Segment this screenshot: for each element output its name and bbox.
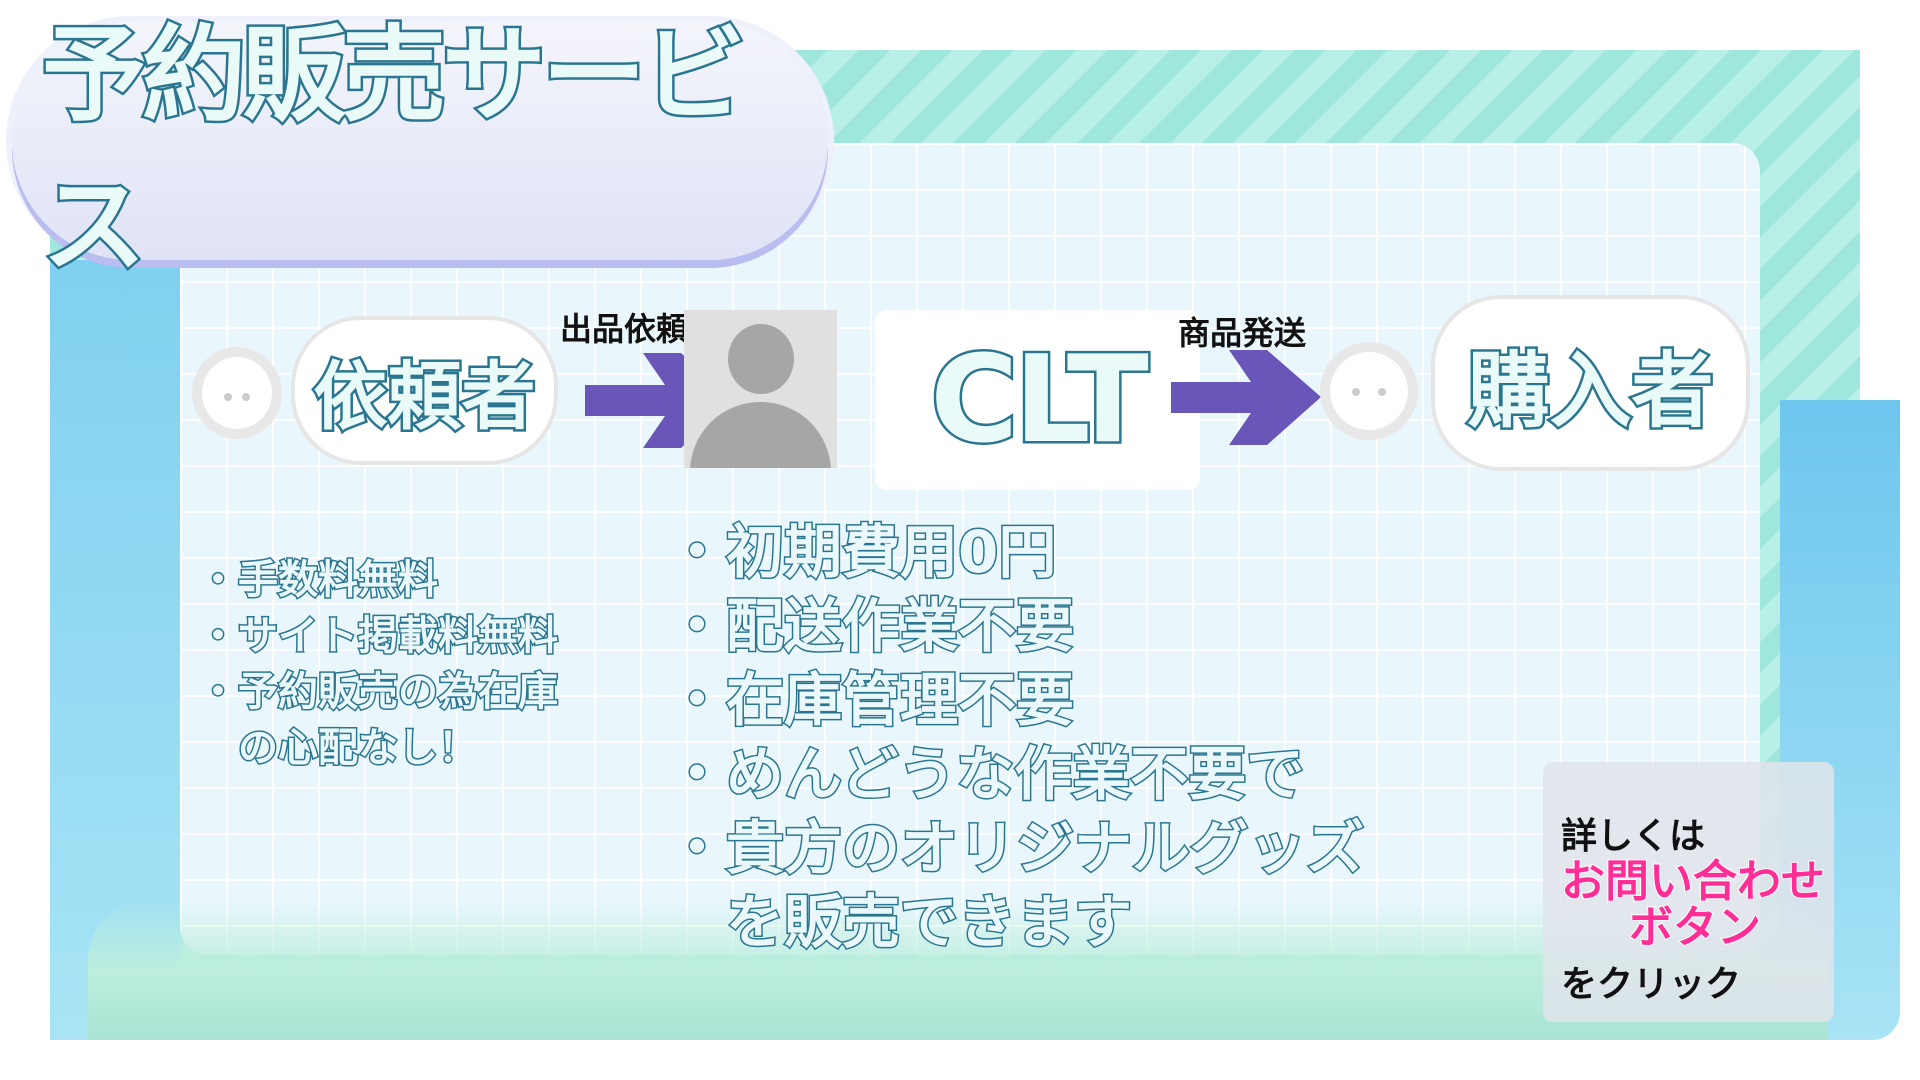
requester-label: 依頼者 bbox=[311, 352, 538, 443]
buyer-label: 購入者 bbox=[1465, 341, 1716, 441]
cta-highlight: お問い合わせ bbox=[1560, 856, 1826, 907]
page-title: 予約販売サービス bbox=[40, 12, 749, 290]
requester-pill: 依頼者 bbox=[291, 316, 558, 465]
requester-benefits-list: ・手数料無料 ・サイト掲載料無料 ・予約販売の為在庫 の心配なし！ bbox=[197, 552, 560, 776]
list-item: ・サイト掲載料無料 bbox=[197, 612, 560, 661]
arrow-right-icon bbox=[1171, 350, 1321, 445]
requester-face-icon bbox=[192, 347, 282, 439]
buyer-face-icon bbox=[1320, 342, 1418, 440]
company-name: CLT bbox=[928, 328, 1152, 472]
list-item: ・予約販売の為在庫 bbox=[197, 668, 560, 717]
service-benefits-list: ・初期費用0円 ・配送作業不要 ・在庫管理不要 ・めんどうな作業不要で ・貴方の… bbox=[666, 515, 1365, 959]
cta-line: 詳しくは bbox=[1561, 816, 1706, 857]
cta-highlight: ボタン bbox=[1628, 902, 1762, 953]
list-item: の心配なし！ bbox=[198, 724, 479, 773]
content-panel bbox=[180, 143, 1760, 955]
step1-label: 出品依頼 bbox=[560, 310, 689, 348]
list-item: ・めんどうな作業不要で bbox=[666, 739, 1305, 810]
list-item: を販売できます bbox=[668, 887, 1133, 958]
contact-callout: 詳しくは お問い合わせ ボタン をクリック bbox=[1543, 762, 1834, 1022]
wave-decoration bbox=[88, 900, 1828, 1040]
list-item: ・配送作業不要 bbox=[666, 591, 1075, 662]
company-box: CLT bbox=[875, 310, 1200, 490]
list-item: ・初期費用0円 bbox=[666, 517, 1057, 588]
step2-label: 商品発送 bbox=[1178, 314, 1307, 352]
avatar-placeholder bbox=[684, 310, 837, 468]
cta-line: をクリック bbox=[1561, 964, 1742, 1005]
list-item: ・在庫管理不要 bbox=[666, 665, 1075, 736]
buyer-pill: 購入者 bbox=[1431, 295, 1750, 471]
list-item: ・貴方のオリジナルグッズ bbox=[666, 813, 1365, 884]
title-banner: 予約販売サービス bbox=[12, 12, 828, 290]
list-item: ・手数料無料 bbox=[197, 556, 440, 605]
